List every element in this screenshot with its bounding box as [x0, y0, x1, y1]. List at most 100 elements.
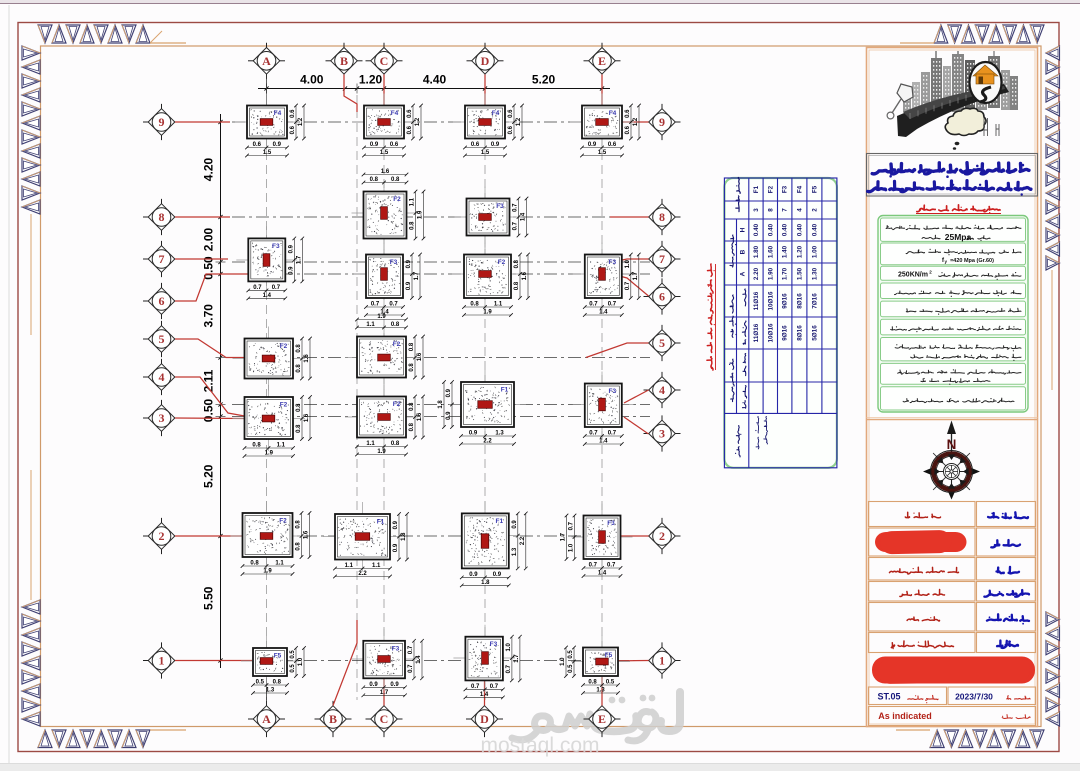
svg-text:1.9: 1.9: [377, 449, 386, 455]
svg-text:1.7: 1.7: [414, 271, 420, 280]
svg-text:0.7: 0.7: [253, 285, 262, 291]
svg-text:1.1: 1.1: [366, 441, 375, 447]
svg-text:0.9: 0.9: [273, 142, 282, 148]
svg-text:D: D: [480, 712, 489, 726]
svg-text:0.9: 0.9: [446, 411, 452, 420]
svg-text:1.4: 1.4: [521, 212, 527, 221]
svg-text:0.6: 0.6: [625, 125, 631, 134]
svg-text:0.5: 0.5: [568, 650, 574, 659]
svg-text:E: E: [598, 712, 606, 726]
svg-text:0.8: 0.8: [588, 680, 597, 686]
svg-text:0.9: 0.9: [393, 520, 399, 529]
svg-text:0.40: 0.40: [811, 223, 818, 236]
svg-text:0.8: 0.8: [409, 422, 415, 431]
svg-text:D: D: [481, 54, 490, 68]
svg-text:250KN/m: 250KN/m: [898, 272, 928, 279]
svg-text:0.6: 0.6: [407, 125, 413, 134]
svg-text:0.9: 0.9: [289, 244, 295, 253]
svg-text:0.6: 0.6: [253, 142, 262, 148]
svg-text:1.4: 1.4: [598, 571, 607, 577]
svg-text:F4: F4: [492, 110, 500, 117]
svg-text:1.6: 1.6: [381, 169, 390, 175]
svg-text:0.8: 0.8: [409, 402, 415, 411]
svg-text:0.8: 0.8: [514, 259, 520, 268]
svg-text:F3: F3: [496, 203, 504, 210]
svg-text:3: 3: [159, 411, 165, 425]
svg-text:F3: F3: [392, 645, 400, 652]
svg-text:8: 8: [659, 210, 665, 224]
svg-text:F1: F1: [377, 519, 385, 526]
svg-text:0.6: 0.6: [508, 125, 514, 134]
svg-text:0.8: 0.8: [296, 364, 302, 373]
svg-text:0.40: 0.40: [753, 223, 760, 236]
svg-text:F2: F2: [393, 401, 401, 408]
svg-text:ST.05: ST.05: [877, 692, 900, 702]
svg-text:1.6: 1.6: [417, 352, 423, 361]
svg-text:1.7: 1.7: [297, 255, 303, 264]
svg-text:F2: F2: [393, 341, 401, 348]
svg-text:0.7: 0.7: [389, 302, 398, 308]
svg-text:1.4: 1.4: [599, 439, 608, 445]
svg-text:F4: F4: [609, 110, 617, 117]
svg-text:3: 3: [659, 427, 665, 441]
svg-text:2: 2: [811, 208, 818, 212]
svg-text:9: 9: [659, 115, 665, 129]
svg-text:0.5: 0.5: [606, 680, 615, 686]
svg-text:3.70: 3.70: [202, 304, 216, 328]
svg-text:1.9: 1.9: [483, 310, 492, 316]
svg-text:0.7: 0.7: [608, 431, 617, 437]
svg-text:2: 2: [929, 270, 932, 275]
svg-text:4.40: 4.40: [423, 73, 447, 87]
svg-text:F1: F1: [496, 518, 504, 525]
svg-text:1.1: 1.1: [345, 563, 354, 569]
svg-text:1.7: 1.7: [561, 532, 567, 541]
svg-text:1.6: 1.6: [304, 354, 310, 363]
svg-text:1.6: 1.6: [304, 413, 310, 422]
svg-text:0.6: 0.6: [290, 125, 296, 134]
svg-text:As indicated: As indicated: [878, 711, 932, 721]
svg-text:0.8: 0.8: [409, 363, 415, 372]
svg-text:1.20: 1.20: [359, 73, 383, 87]
svg-text:1.1: 1.1: [410, 197, 416, 206]
svg-text:0.6: 0.6: [290, 109, 296, 118]
svg-text:6: 6: [659, 290, 665, 304]
svg-text:N: N: [947, 437, 957, 452]
svg-text:1.7: 1.7: [380, 690, 389, 696]
svg-text:8Ø16: 8Ø16: [796, 325, 803, 341]
svg-text:0.8: 0.8: [296, 542, 302, 551]
svg-text:1.5: 1.5: [380, 150, 389, 156]
svg-text:1.7: 1.7: [514, 654, 520, 663]
svg-text:1.2: 1.2: [516, 117, 522, 126]
svg-text:1.4: 1.4: [380, 310, 389, 316]
svg-text:1.1: 1.1: [366, 322, 375, 328]
svg-text:F2: F2: [279, 518, 287, 525]
svg-text:1.40: 1.40: [782, 245, 789, 258]
svg-text:1.7: 1.7: [633, 271, 639, 280]
svg-text:2.2: 2.2: [520, 536, 526, 545]
svg-text:1.4: 1.4: [416, 655, 422, 664]
svg-text:1.50: 1.50: [796, 267, 803, 280]
svg-text:1.6: 1.6: [304, 530, 310, 539]
svg-text:F5: F5: [605, 652, 613, 659]
svg-text:1.1: 1.1: [277, 443, 286, 449]
svg-text:0.5: 0.5: [290, 664, 296, 673]
svg-text:2.00: 2.00: [202, 227, 216, 251]
svg-text:C: C: [380, 712, 389, 726]
svg-text:0.7: 0.7: [490, 684, 499, 690]
svg-text:0.7: 0.7: [589, 563, 598, 569]
svg-text:0.5: 0.5: [568, 664, 574, 673]
svg-text:1.2: 1.2: [415, 117, 421, 126]
svg-text:0.7: 0.7: [272, 285, 281, 291]
svg-text:7: 7: [782, 208, 789, 212]
svg-text:0.9: 0.9: [512, 520, 518, 529]
svg-text:B: B: [329, 712, 337, 726]
svg-text:F4: F4: [274, 110, 282, 117]
svg-text:2.2: 2.2: [358, 571, 367, 577]
svg-text:1.0: 1.0: [298, 657, 304, 666]
svg-text:1.6: 1.6: [522, 271, 528, 280]
svg-text:2.11: 2.11: [202, 369, 216, 392]
svg-text:0.8: 0.8: [470, 302, 479, 308]
svg-text:0.7: 0.7: [513, 221, 519, 230]
svg-text:F1: F1: [501, 387, 509, 394]
svg-text:0.9: 0.9: [406, 281, 412, 290]
